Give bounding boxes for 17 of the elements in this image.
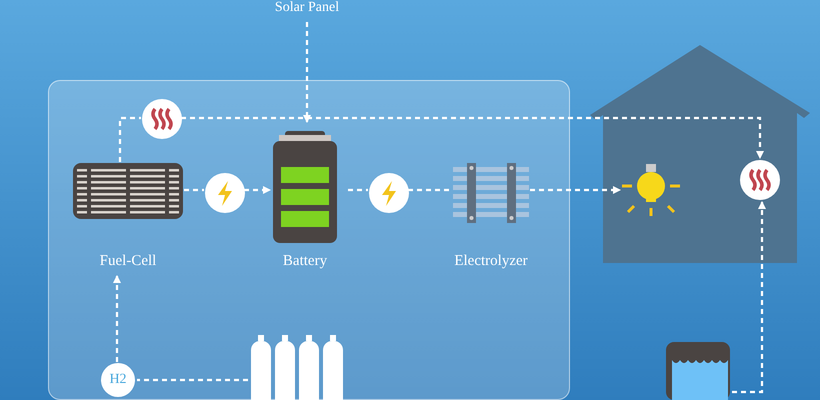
connector-line	[348, 188, 368, 192]
component-label: Battery	[282, 253, 328, 270]
connector-line	[118, 116, 141, 162]
connector-line	[137, 378, 248, 382]
arrow	[732, 201, 766, 394]
arrow	[244, 186, 271, 194]
arrow	[303, 22, 311, 123]
arrow	[181, 116, 764, 159]
component-label: Fuel-Cell	[98, 253, 158, 270]
connector-line	[408, 188, 450, 192]
arrow	[113, 275, 121, 362]
hydrogen-badge: H2	[101, 363, 135, 397]
arrow	[530, 186, 621, 194]
connector-line	[184, 188, 204, 192]
system-panel	[48, 80, 570, 400]
component-label: Solar Panel	[274, 0, 340, 16]
component-label: Electrolyzer	[453, 253, 529, 270]
